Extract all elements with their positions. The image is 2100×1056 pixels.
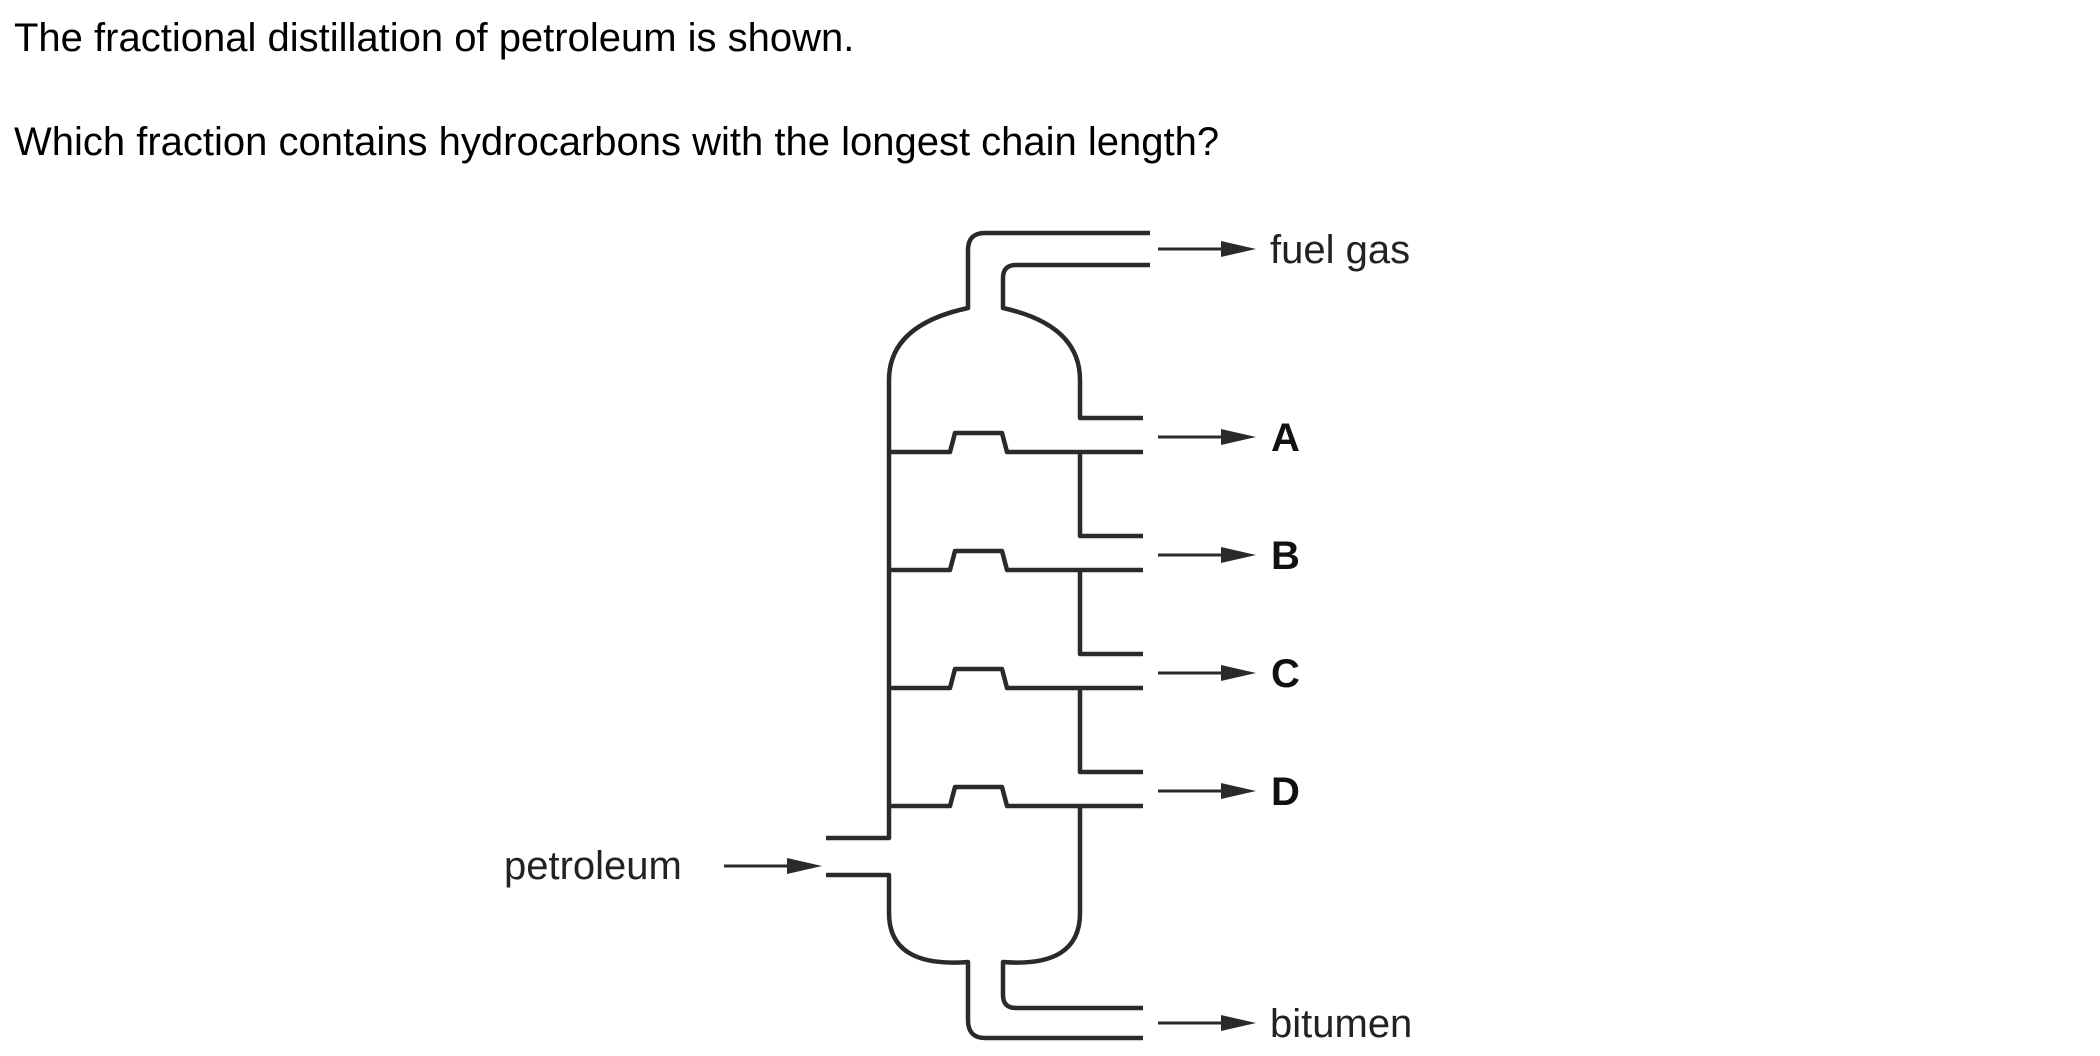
tray-1 (889, 430, 1143, 455)
fraction-a-label: A (1271, 416, 1300, 460)
fraction-b-arrow (1158, 547, 1256, 563)
fraction-b-label: B (1271, 534, 1300, 578)
column-left-wall-lower (826, 872, 1143, 1041)
fraction-a-arrow (1158, 429, 1256, 445)
fuel-gas-label: fuel gas (1270, 228, 1410, 272)
column-right-wall (1000, 262, 1150, 421)
petroleum-label: petroleum (504, 844, 682, 888)
tray-3-downcomer (1077, 688, 1143, 775)
fraction-d-arrow (1158, 783, 1256, 799)
fraction-c-label: C (1271, 652, 1300, 696)
column-left-wall (826, 230, 1150, 841)
bitumen-arrow (1158, 1015, 1256, 1031)
question-intro: The fractional distillation of petroleum… (14, 16, 855, 60)
fuel-gas-arrow (1158, 241, 1256, 257)
fraction-d-label: D (1271, 770, 1300, 814)
question-prompt: Which fraction contains hydrocarbons wit… (14, 120, 1220, 164)
column-right-wall-lower (1000, 806, 1143, 1011)
tray-4 (889, 784, 1143, 809)
tray-1-downcomer (1077, 452, 1143, 539)
petroleum-inlet-arrow (724, 858, 822, 874)
fraction-c-arrow (1158, 665, 1256, 681)
tray-2 (889, 548, 1143, 573)
bitumen-label: bitumen (1270, 1002, 1412, 1046)
tray-3 (889, 666, 1143, 691)
tray-2-downcomer (1077, 570, 1143, 657)
